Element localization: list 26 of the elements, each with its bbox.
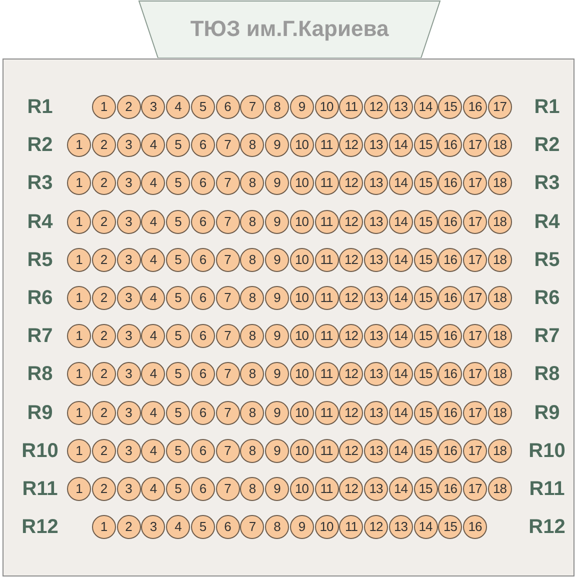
row-label: R8 <box>533 362 561 386</box>
auditorium-floor <box>2 58 575 577</box>
row-label: R7 <box>26 324 54 348</box>
row-label: R5 <box>26 248 54 272</box>
row-label: R2 <box>533 133 561 158</box>
row-label: R11 <box>528 477 566 501</box>
stage: ТЮЗ им.Г.Кариева <box>138 0 441 58</box>
row-label: R6 <box>533 286 561 310</box>
row-label: R1 <box>26 95 54 119</box>
row-label: R7 <box>533 324 561 348</box>
row-label: R3 <box>26 171 54 196</box>
row-label: R5 <box>533 248 561 272</box>
row-label: R9 <box>533 400 561 425</box>
row-label: R10 <box>528 438 566 463</box>
row-label: R1 <box>533 95 561 119</box>
row-label: R9 <box>26 400 54 425</box>
row-label: R4 <box>533 210 561 234</box>
row-label: R4 <box>26 210 54 234</box>
row-label: R10 <box>20 438 60 463</box>
row-label: R11 <box>21 477 59 501</box>
row-label: R3 <box>533 171 561 196</box>
row-label: R12 <box>20 515 60 540</box>
row-label: R2 <box>26 133 54 158</box>
row-label: R12 <box>528 515 566 540</box>
row-label: R6 <box>26 286 54 310</box>
row-label: R8 <box>26 362 54 386</box>
